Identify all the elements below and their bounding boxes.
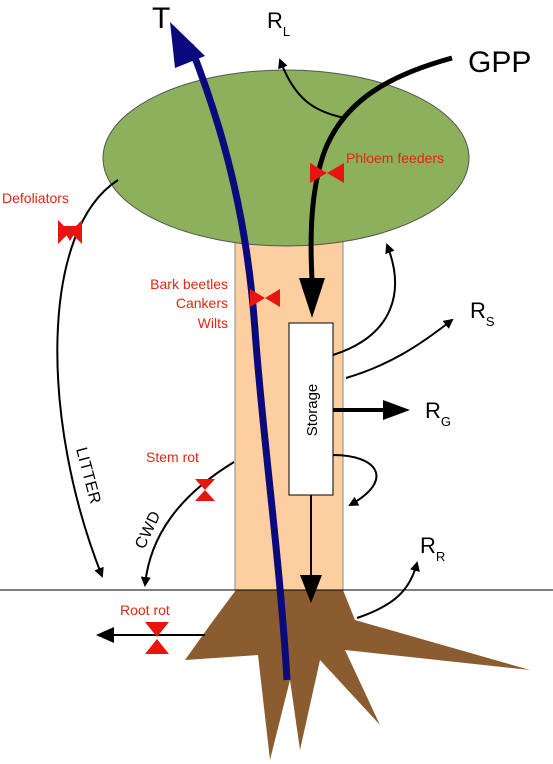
transpiration-arrowhead xyxy=(170,22,205,68)
transpiration-label: T xyxy=(152,2,170,35)
stem-resp-label: RS xyxy=(470,298,495,329)
cwd-arrow xyxy=(140,461,235,587)
gpp-arrowhead xyxy=(299,278,325,318)
root-resp-arrow xyxy=(356,561,420,619)
growth-resp-arrowhead xyxy=(383,400,410,420)
phloem-feeders-bowtie xyxy=(310,163,344,183)
root-resp-label: RR xyxy=(420,533,445,564)
wilts-label: Wilts xyxy=(198,315,228,331)
bark-beetles-bowtie xyxy=(250,289,280,307)
bark-beetles-label: Bark beetles xyxy=(150,276,228,292)
cwd-label: CWD xyxy=(132,509,164,552)
root-rot-label: Root rot xyxy=(120,602,170,618)
root-rot-bowtie xyxy=(145,622,169,654)
phloem-feeders-label: Phloem feeders xyxy=(346,150,444,166)
storage-to-roots-arrowhead xyxy=(300,575,322,603)
canopy xyxy=(102,69,470,247)
litter-arrow xyxy=(56,179,119,578)
growth-resp-label: RG xyxy=(425,398,451,429)
storage-to-canopy-arrow xyxy=(332,243,396,356)
roots xyxy=(185,590,530,760)
cankers-label: Cankers xyxy=(176,295,228,311)
gpp-path xyxy=(308,55,453,281)
transpiration-path xyxy=(186,43,291,681)
stem-rot-bowtie xyxy=(195,479,215,501)
gpp-label: GPP xyxy=(468,46,531,79)
storage-loop-arrow xyxy=(332,454,378,506)
leaf-resp-arrow xyxy=(278,58,346,119)
storage-label: Storage xyxy=(304,384,321,437)
stem-resp-arrow xyxy=(345,318,454,379)
leaf-resp-label: RL xyxy=(267,8,290,39)
defoliators-bowtie xyxy=(58,220,82,244)
stem-rot-label: Stem rot xyxy=(146,449,199,465)
defoliators-label: Defoliators xyxy=(2,190,69,206)
root-rot-arrowhead xyxy=(96,627,114,643)
